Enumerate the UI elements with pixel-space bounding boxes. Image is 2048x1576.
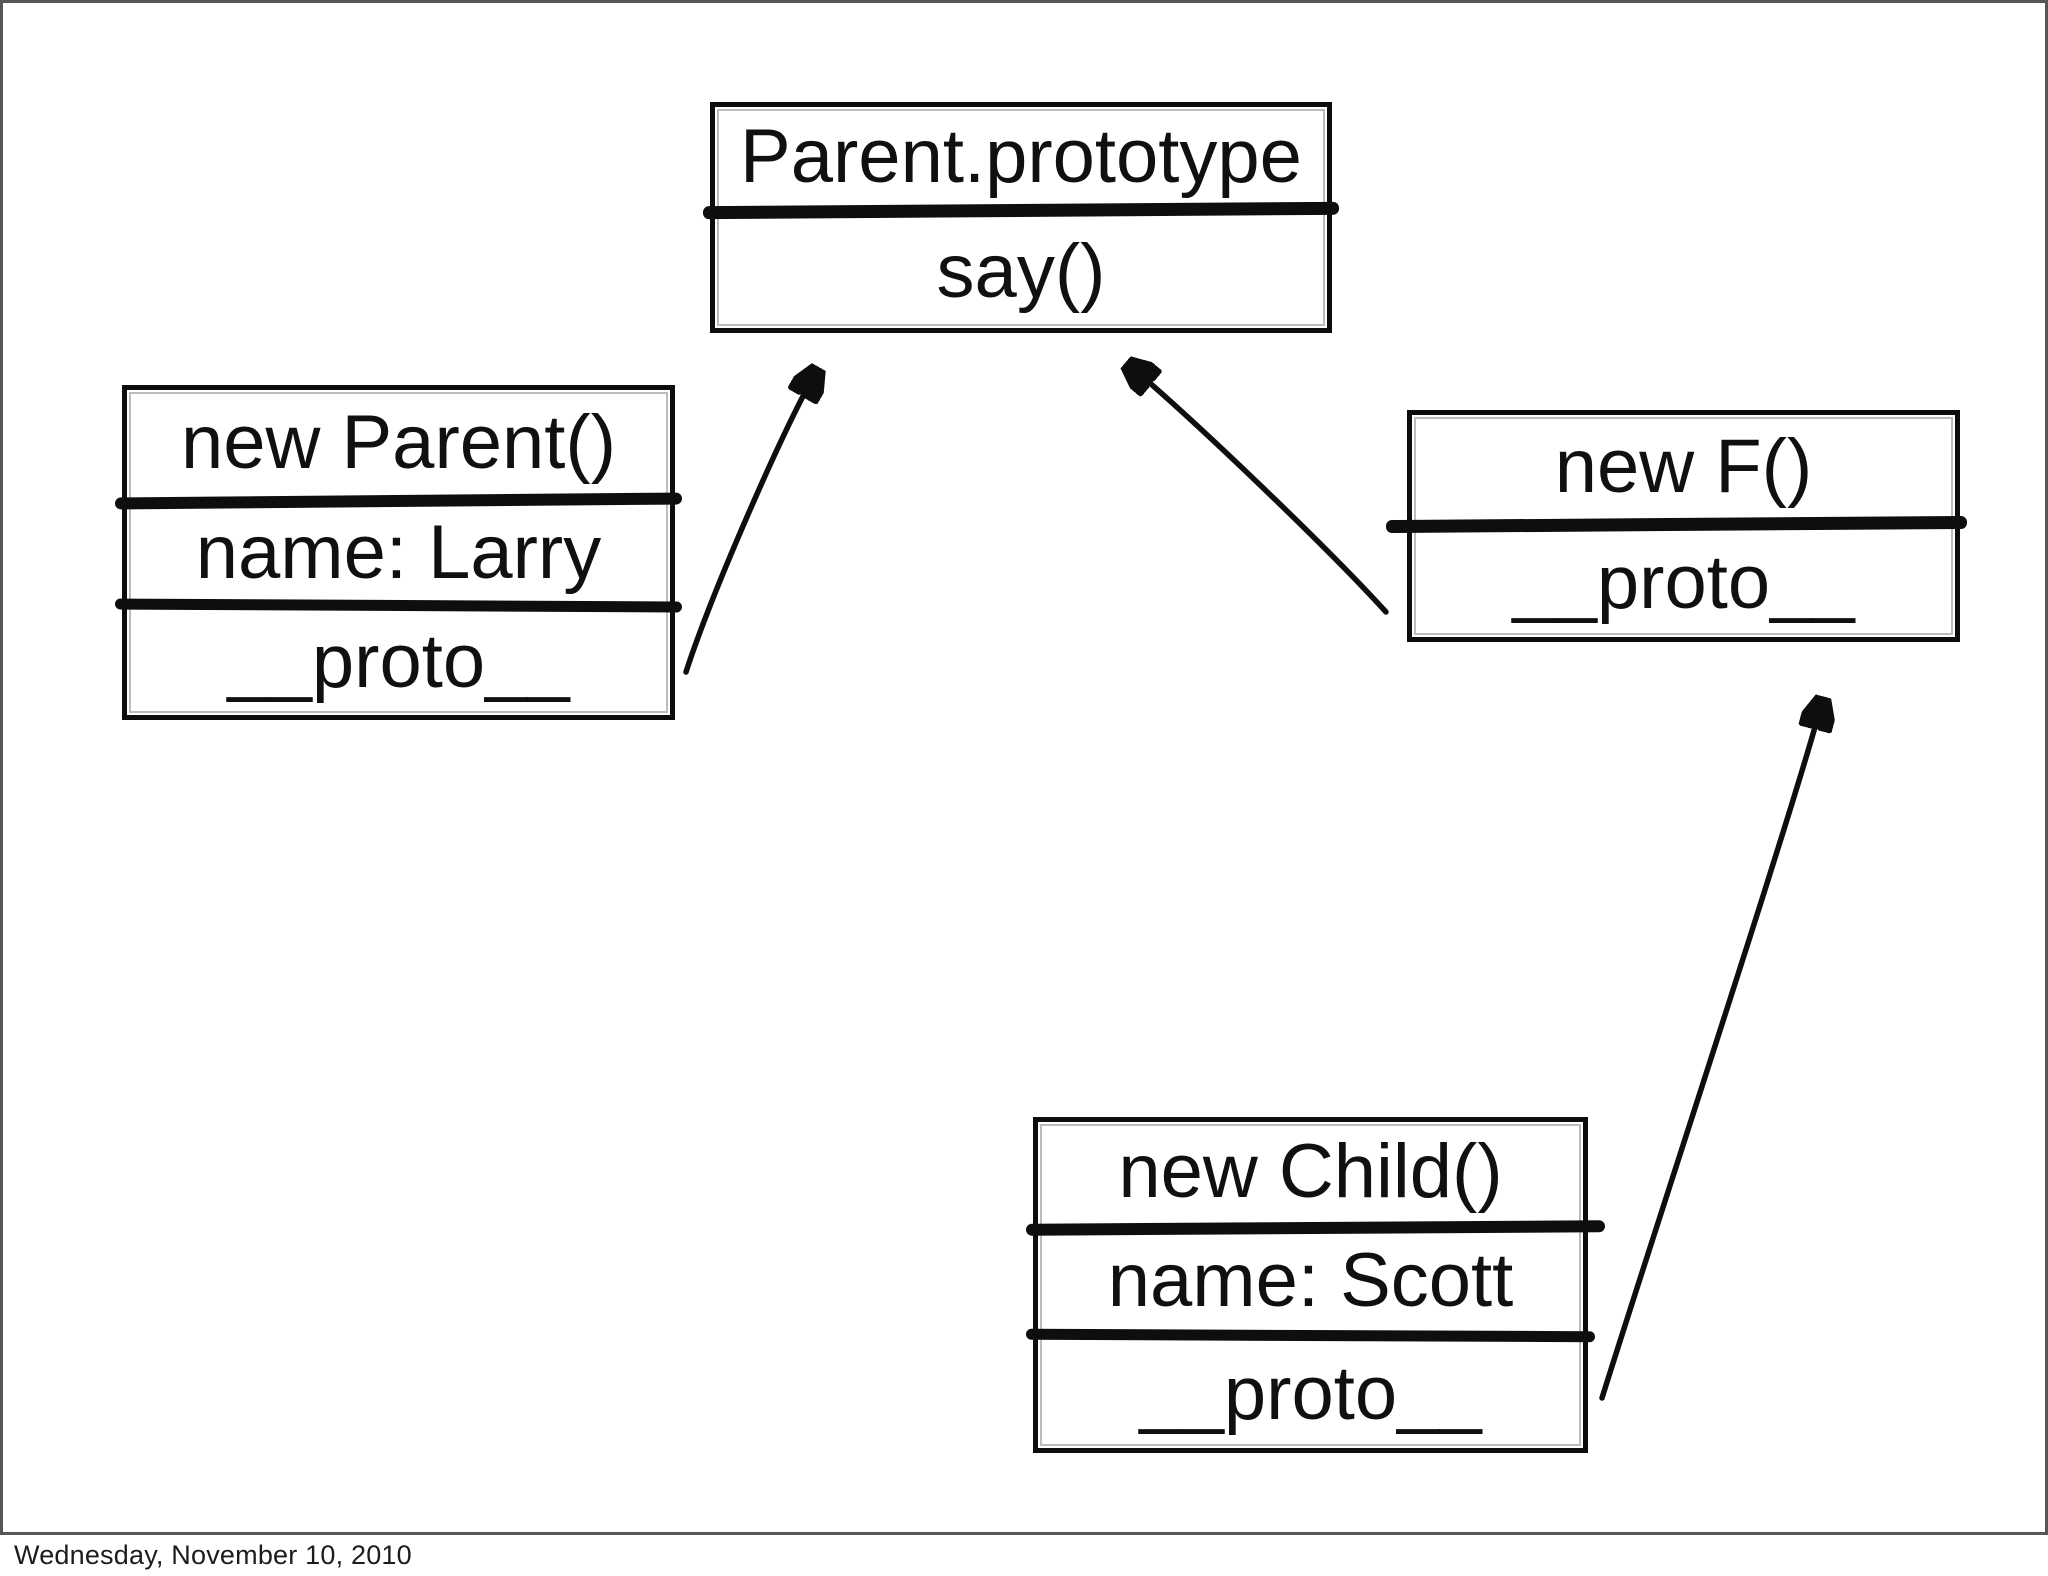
box-row-proto: __proto__ bbox=[1512, 539, 1855, 625]
box-row-name-larry: name: Larry bbox=[195, 509, 602, 595]
box-title-parent-prototype: Parent.prototype bbox=[740, 113, 1302, 199]
box-title-new-parent: new Parent() bbox=[180, 400, 617, 485]
box-new-parent: new Parent() name: Larry __proto__ bbox=[114, 385, 683, 720]
box-parent-prototype: Parent.prototype say() bbox=[702, 102, 1340, 333]
box-row-name-scott: name: Scott bbox=[1107, 1237, 1514, 1323]
box-title-new-child: new Child() bbox=[1118, 1129, 1503, 1214]
slide-border bbox=[0, 0, 2048, 1535]
footer-date: Wednesday, November 10, 2010 bbox=[14, 1540, 412, 1570]
box-new-child: new Child() name: Scott __proto__ bbox=[1025, 1117, 1606, 1453]
box-row-proto: __proto__ bbox=[1139, 1350, 1482, 1436]
box-new-f: new F() __proto__ bbox=[1385, 410, 1968, 642]
box-row-proto: __proto__ bbox=[227, 619, 570, 704]
box-row-say: say() bbox=[936, 228, 1106, 314]
box-title-new-f: new F() bbox=[1554, 424, 1813, 509]
